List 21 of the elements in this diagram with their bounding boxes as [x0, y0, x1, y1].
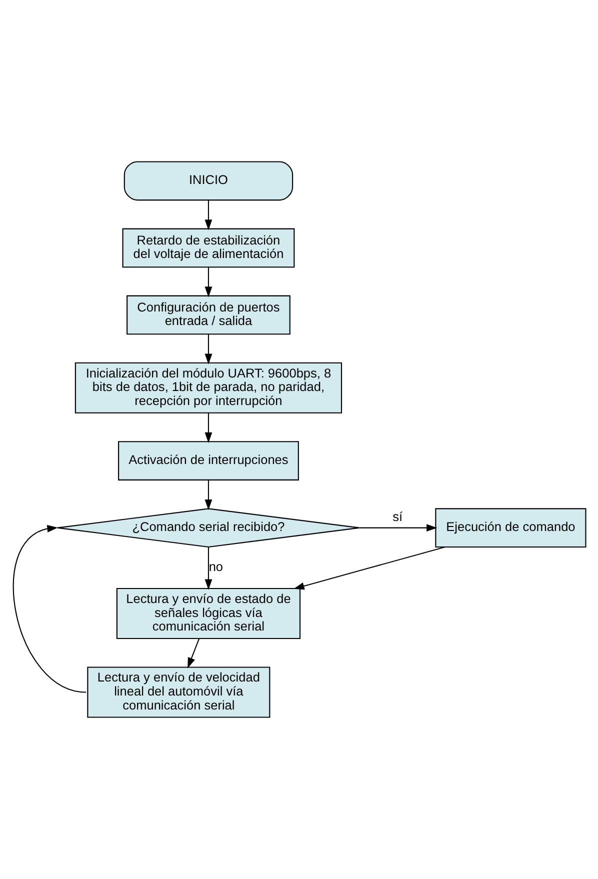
node-box: Retardo de estabilización del voltaje de alimentación — [122, 228, 294, 268]
arrow — [204, 334, 212, 364]
edge-label: sí — [392, 509, 402, 524]
node-box: INICIO — [123, 161, 293, 201]
edge-label: no — [208, 559, 223, 574]
node-box: Lectura y envío de estado de señales lógicas vía comunicación serial — [116, 588, 300, 640]
node-box: Lectura y envío de velocidad lineal del automóvil vía comunicación serial — [86, 666, 270, 718]
arrow — [187, 638, 200, 668]
arrow — [12, 524, 86, 693]
arrow — [204, 412, 212, 443]
node-box: Ejecución de comando — [434, 508, 586, 548]
arrow — [204, 200, 212, 230]
arrow — [204, 480, 212, 510]
arrow — [204, 267, 212, 298]
arrow — [293, 546, 445, 590]
arrow — [359, 524, 437, 532]
node-box: Inicialización del módulo UART: 9600bps, 8 bits de datos, 1bit de parada, no paridad, recepción por interrupción — [74, 362, 342, 414]
node-box: Configuración de puertos entrada / salida — [126, 295, 290, 335]
node-diamond: ¿Comando serial recibido? — [56, 508, 360, 548]
arrow — [204, 547, 212, 590]
node-box: Activación de interrupciones — [118, 441, 298, 480]
